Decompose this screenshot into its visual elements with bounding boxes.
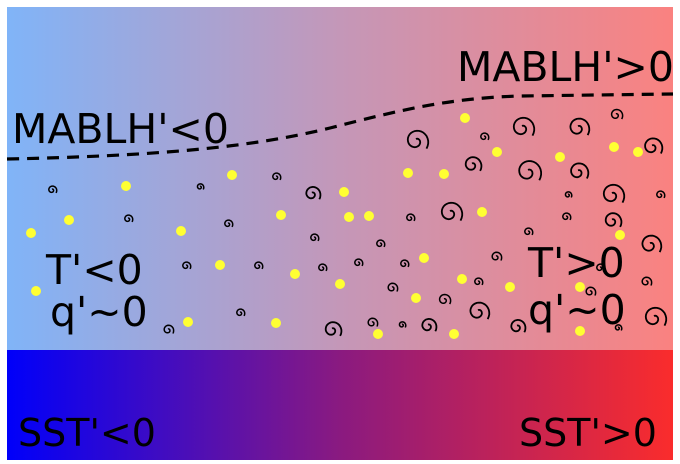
spiral-eddy-icon: [656, 190, 666, 199]
temperature-negative-label: T'<0: [45, 246, 143, 294]
spiral-eddy-icon: [564, 191, 573, 198]
spiral-eddy-icon: [400, 259, 410, 268]
yellow-dot-icon: [215, 260, 225, 270]
yellow-dot-icon: [460, 113, 470, 123]
yellow-dot-icon: [615, 230, 625, 240]
yellow-dot-icon: [555, 152, 565, 162]
spiral-eddy-icon: [438, 293, 452, 305]
spiral-eddy-icon: [469, 301, 491, 320]
mablh-negative-label: MABLH'<0: [12, 105, 229, 153]
spiral-eddy-icon: [464, 156, 483, 172]
atmosphere-layer: [7, 7, 673, 350]
eddy-group: [48, 108, 668, 337]
spiral-eddy-icon: [224, 219, 234, 228]
spiral-eddy-icon: [254, 261, 264, 270]
sst-negative-label: SST'<0: [18, 411, 156, 455]
yellow-dot-icon: [449, 329, 459, 339]
spiral-eddy-icon: [596, 263, 606, 272]
yellow-dot-icon: [575, 326, 585, 336]
yellow-dot-icon: [419, 253, 429, 263]
spiral-eddy-icon: [387, 282, 399, 292]
spiral-eddy-icon: [48, 185, 58, 194]
spiral-eddy-icon: [474, 277, 484, 286]
spiral-eddy-icon: [491, 251, 503, 261]
spiral-eddy-icon: [376, 239, 386, 248]
spiral-eddy-icon: [641, 276, 653, 286]
spiral-eddy-icon: [272, 172, 282, 181]
spiral-eddy-icon: [569, 117, 591, 136]
yellow-dot-icon: [121, 181, 131, 191]
spiral-eddy-icon: [602, 183, 626, 203]
temperature-positive-label: T'>0: [527, 239, 625, 287]
spiral-eddy-icon: [406, 213, 416, 222]
spiral-eddy-icon: [585, 286, 597, 296]
spiral-eddy-icon: [480, 132, 490, 141]
spiral-eddy-icon: [305, 185, 322, 200]
yellow-dot-icon: [633, 147, 643, 157]
spiral-eddy-icon: [518, 160, 542, 181]
spiral-eddy-icon: [163, 324, 175, 334]
yellow-dot-icon: [411, 293, 421, 303]
yellow-dot-icon: [403, 168, 413, 178]
spiral-eddy-icon: [644, 306, 668, 326]
yellow-dot-icon: [290, 269, 300, 279]
mablh-dashed-line: [6, 92, 674, 161]
spiral-eddy-icon: [641, 234, 663, 253]
yellow-dot-icon: [492, 147, 502, 157]
spiral-eddy-icon: [562, 212, 572, 221]
humidity-left-label: q'~0: [50, 288, 148, 336]
spiral-eddy-icon: [524, 227, 534, 236]
yellow-dot-icon: [335, 279, 345, 289]
spiral-eddy-icon: [318, 263, 328, 272]
spiral-eddy-icon: [421, 317, 438, 332]
spiral-eddy-icon: [310, 233, 320, 242]
yellow-dot-icon: [271, 318, 281, 328]
spiral-eddy-icon: [124, 214, 134, 223]
yellow-dot-icon: [364, 211, 374, 221]
yellow-dot-icon: [477, 207, 487, 217]
yellow-dot-icon: [373, 329, 383, 339]
spiral-eddy-icon: [512, 116, 536, 136]
yellow-dot-icon: [439, 169, 449, 179]
yellow-dot-icon: [344, 212, 354, 222]
spiral-eddy-icon: [406, 129, 430, 149]
spiral-eddy-icon: [570, 162, 590, 179]
spiral-eddy-icon: [644, 137, 664, 154]
spiral-eddy-icon: [614, 324, 623, 331]
spiral-eddy-icon: [604, 212, 623, 228]
dot-group: [26, 113, 643, 339]
yellow-dot-icon: [457, 274, 467, 284]
spiral-eddy-icon: [367, 317, 379, 327]
yellow-dot-icon: [609, 142, 619, 152]
yellow-dot-icon: [26, 228, 36, 238]
mablh-positive-label: MABLH'>0: [457, 43, 674, 91]
spiral-eddy-icon: [398, 321, 407, 328]
spiral-eddy-icon: [510, 318, 527, 333]
spiral-eddy-icon: [440, 201, 464, 221]
yellow-dot-icon: [276, 210, 286, 220]
yellow-dot-icon: [575, 282, 585, 292]
yellow-dot-icon: [339, 187, 349, 197]
spiral-eddy-icon: [324, 321, 343, 337]
humidity-right-label: q'~0: [528, 286, 626, 334]
yellow-dot-icon: [183, 317, 193, 327]
spiral-eddy-icon: [182, 261, 192, 270]
yellow-dot-icon: [227, 170, 237, 180]
spiral-eddy-icon: [236, 308, 246, 317]
ocean-sst-layer: [7, 350, 673, 460]
spiral-eddy-icon: [196, 183, 205, 190]
yellow-dot-icon: [31, 286, 41, 296]
yellow-dot-icon: [176, 226, 186, 236]
yellow-dot-icon: [64, 215, 74, 225]
spiral-eddy-icon: [354, 258, 364, 267]
sst-positive-label: SST'>0: [519, 411, 657, 455]
yellow-dot-icon: [505, 282, 515, 292]
spiral-eddy-icon: [610, 108, 624, 120]
